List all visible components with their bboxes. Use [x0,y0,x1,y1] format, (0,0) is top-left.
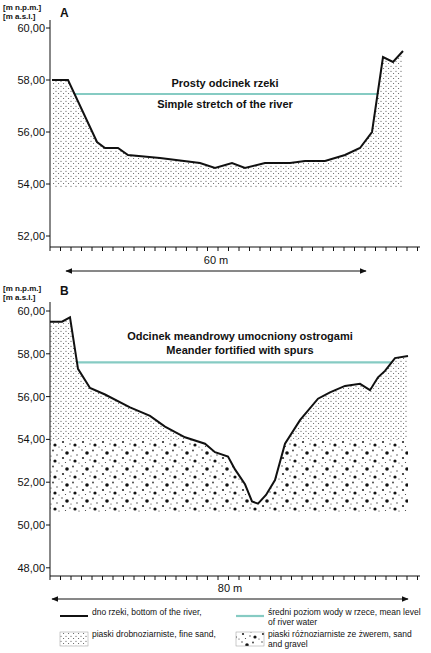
legend-gravel-sample [236,632,264,646]
panel-letter: B [60,285,69,298]
width-dimension-arrow [66,271,366,272]
tick-label: 56,00 [17,126,45,138]
legend-bottom-sample [60,615,88,617]
legend-water-sample [236,615,264,617]
tick-label: 52,00 [17,230,45,242]
y-axis [50,20,51,247]
legend-text: średni poziom wody w rzece, mean level o… [268,607,426,627]
section-title: Meander fortified with spurs [166,344,313,356]
tick-label: 58,00 [17,74,45,86]
x-ticks [50,247,418,251]
dimension-label: 80 m [218,582,242,594]
y-ticks [46,311,50,568]
tick-label: 50,00 [17,519,45,531]
section-title: Odcinek meandrowy umocniony ostrogami [127,330,353,342]
unit-label: [m a.s.l.] [3,13,35,22]
water-level-line [77,361,392,363]
width-dimension-arrow [52,599,408,600]
river-bottom-line [50,317,408,503]
tick-label: 54,00 [17,178,45,190]
river-bottom-line [52,51,403,168]
unit-label: [m a.s.l.] [3,294,35,303]
panel-b-section [46,300,420,599]
tick-label: 56,00 [17,391,45,403]
section-title: Simple stretch of the river [157,98,293,110]
dimension-label: 60 m [204,254,228,266]
section-title: Prosty odcinek rzeki [172,77,279,89]
water-level-line [75,93,378,95]
tick-label: 48,00 [17,562,45,574]
tick-label: 58,00 [17,348,45,360]
tick-label: 52,00 [17,476,45,488]
legend-text: piaski drobnoziarniste, fine sand, [92,629,228,639]
legend-text: dno rzeki, bottom of the river, [92,607,228,617]
air-cover [52,38,403,168]
tick-label: 60,00 [17,22,45,34]
panel-a-section [46,20,420,271]
y-ticks [46,28,50,236]
legend-samples [60,616,264,646]
unit-label: [m n.p.m.] [3,285,41,294]
legend-fine-sand-sample [60,632,88,646]
tick-label: 60,00 [17,305,45,317]
air-cover [50,300,408,504]
x-ticks [50,576,418,580]
unit-label: [m n.p.m.] [3,4,41,13]
legend-text: piaski różnoziarniste ze żwerem, sand an… [268,629,426,649]
tick-label: 54,00 [17,433,45,445]
panel-letter: A [60,7,69,20]
